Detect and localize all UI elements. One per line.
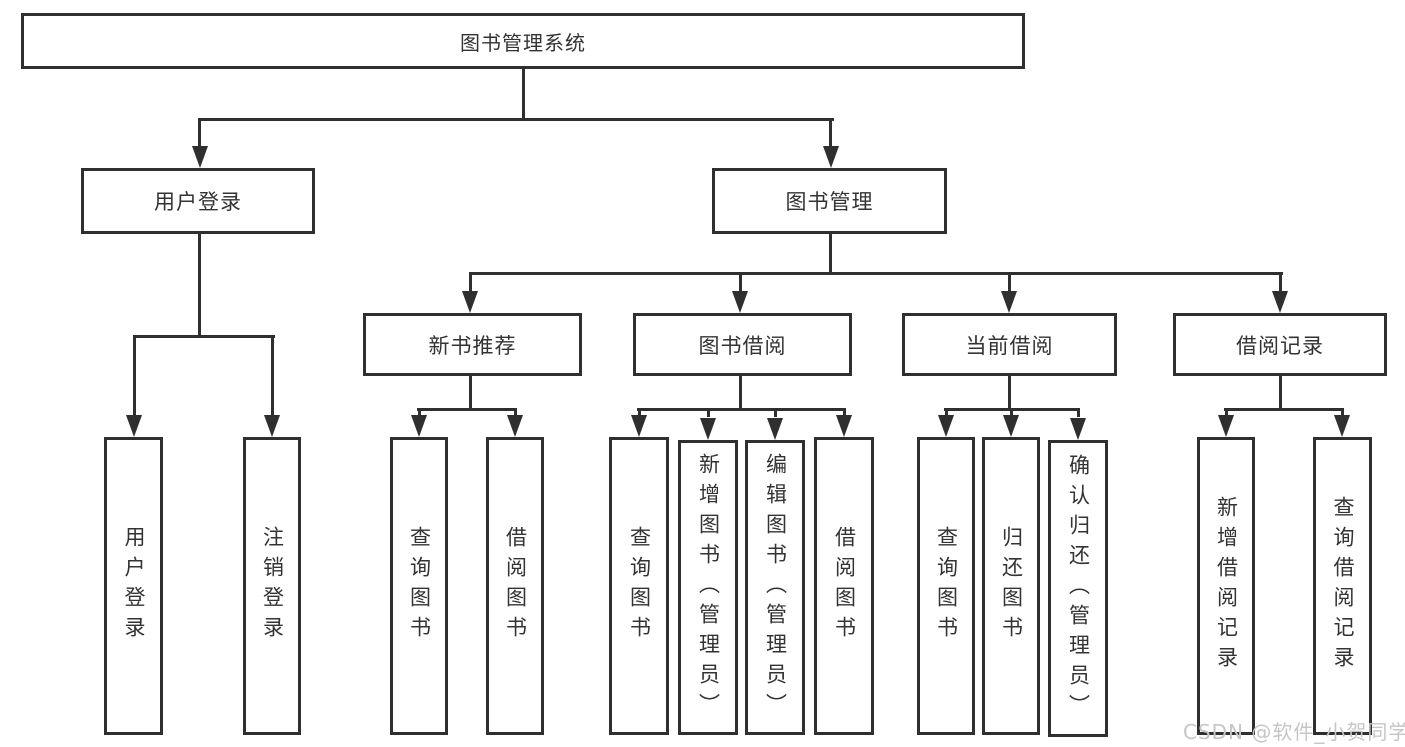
connector-arrow bbox=[1003, 415, 1019, 437]
leaf-return-books: 归还图书 bbox=[982, 437, 1040, 735]
node-book-borrowing: 图书借阅 bbox=[633, 313, 852, 376]
connector-arrow bbox=[1334, 415, 1350, 437]
connector-newbook-stub-2 bbox=[514, 408, 517, 417]
connector-borrow-trunk bbox=[739, 376, 742, 410]
leaf-confirm-return-admin: 确认归还（管理员） bbox=[1048, 440, 1108, 737]
connector-current-stub-1 bbox=[945, 408, 948, 417]
connector-newbook-trunk bbox=[469, 376, 472, 410]
connector-arrow bbox=[732, 291, 748, 313]
connector-arrow bbox=[264, 415, 280, 437]
connector-arrow bbox=[1001, 291, 1017, 313]
leaf-user-login-label: 用户登录 bbox=[122, 526, 146, 646]
connector-bookmgmt-stub-4 bbox=[1279, 272, 1282, 293]
connector-current-trunk bbox=[1008, 376, 1011, 410]
leaf-query-books-current: 查询图书 bbox=[917, 437, 975, 735]
connector-newbook-stub-1 bbox=[418, 408, 421, 417]
connector-arrow bbox=[700, 418, 716, 440]
leaf-user-login: 用户登录 bbox=[104, 437, 163, 735]
node-current-borrowing: 当前借阅 bbox=[902, 313, 1117, 376]
connector-arrow bbox=[1070, 418, 1086, 440]
connector-arrow bbox=[507, 415, 523, 437]
leaf-query-books-newrec: 查询图书 bbox=[390, 437, 448, 735]
connector-borrow-stub-3 bbox=[774, 408, 777, 417]
node-book-management: 图书管理 bbox=[712, 168, 947, 234]
connector-borrow-crossbar bbox=[637, 408, 846, 411]
connector-arrow bbox=[631, 415, 647, 437]
connector-bookmgmt-stub-3 bbox=[1008, 272, 1011, 293]
node-library-system-label: 图书管理系统 bbox=[460, 30, 586, 55]
leaf-query-borrow-record: 查询借阅记录 bbox=[1313, 437, 1372, 735]
node-borrowing-records: 借阅记录 bbox=[1173, 313, 1387, 376]
connector-userlogin-stub-left bbox=[133, 335, 136, 417]
connector-records-crossbar bbox=[1224, 408, 1344, 411]
connector-records-trunk bbox=[1279, 376, 1282, 410]
leaf-confirm-return-admin-label: 确认归还（管理员） bbox=[1066, 453, 1091, 724]
leaf-borrow-books-borrow: 借阅图书 bbox=[814, 437, 874, 735]
connector-root-trunk bbox=[522, 66, 525, 118]
connector-records-stub-1 bbox=[1225, 408, 1228, 417]
node-borrowing-records-label: 借阅记录 bbox=[1236, 333, 1324, 358]
leaf-add-books-admin: 新增图书（管理员） bbox=[678, 440, 738, 735]
leaf-edit-books-admin-label: 编辑图书（管理员） bbox=[763, 452, 788, 723]
connector-arrow bbox=[823, 146, 839, 168]
leaf-query-books-newrec-label: 查询图书 bbox=[407, 526, 432, 646]
leaf-return-books-label: 归还图书 bbox=[999, 526, 1024, 646]
connector-arrow bbox=[836, 415, 852, 437]
connector-arrow bbox=[1272, 291, 1288, 313]
leaf-borrow-books-newrec: 借阅图书 bbox=[486, 437, 544, 735]
node-current-borrowing-label: 当前借阅 bbox=[965, 333, 1054, 358]
connector-root-stub-right bbox=[829, 118, 832, 150]
leaf-borrow-books-newrec-label: 借阅图书 bbox=[503, 526, 528, 646]
leaf-query-borrow-record-label: 查询借阅记录 bbox=[1331, 496, 1355, 676]
connector-current-stub-2 bbox=[1010, 408, 1013, 417]
leaf-add-books-admin-label: 新增图书（管理员） bbox=[696, 452, 721, 723]
leaf-query-books-borrow-label: 查询图书 bbox=[627, 526, 652, 646]
connector-bookmgmt-crossbar bbox=[469, 272, 1283, 275]
connector-arrow bbox=[192, 146, 208, 168]
connector-arrow bbox=[1218, 415, 1234, 437]
connector-records-stub-2 bbox=[1341, 408, 1344, 417]
node-user-login-label: 用户登录 bbox=[154, 190, 242, 214]
connector-borrow-stub-4 bbox=[843, 408, 846, 417]
connector-root-stub-left bbox=[198, 118, 201, 150]
node-book-borrowing-label: 图书借阅 bbox=[698, 333, 787, 358]
leaf-edit-books-admin: 编辑图书（管理员） bbox=[745, 440, 805, 735]
connector-userlogin-trunk bbox=[198, 234, 201, 335]
connector-userlogin-crossbar bbox=[133, 335, 275, 338]
leaf-add-borrow-record-label: 新增借阅记录 bbox=[1214, 496, 1239, 676]
connector-arrow bbox=[462, 291, 478, 313]
connector-current-stub-3 bbox=[1077, 408, 1080, 417]
leaf-query-books-borrow: 查询图书 bbox=[609, 437, 669, 735]
node-book-management-label: 图书管理 bbox=[785, 190, 874, 214]
watermark-text: CSDN @软件_小贺同学 bbox=[1183, 720, 1405, 744]
node-new-book-recommend: 新书推荐 bbox=[363, 313, 582, 376]
leaf-query-books-current-label: 查询图书 bbox=[934, 526, 959, 646]
connector-newbook-crossbar bbox=[417, 408, 517, 411]
node-new-book-recommend-label: 新书推荐 bbox=[428, 333, 517, 358]
connector-borrow-stub-2 bbox=[707, 408, 710, 417]
leaf-add-borrow-record: 新增借阅记录 bbox=[1197, 437, 1255, 735]
connector-borrow-stub-1 bbox=[638, 408, 641, 417]
connector-bookmgmt-trunk bbox=[829, 234, 832, 272]
leaf-logout: 注销登录 bbox=[243, 437, 301, 735]
connector-arrow bbox=[938, 415, 954, 437]
connector-arrow bbox=[126, 415, 142, 437]
connector-bookmgmt-stub-2 bbox=[739, 272, 742, 293]
connector-userlogin-stub-right bbox=[271, 335, 274, 417]
connector-bookmgmt-stub-1 bbox=[469, 272, 472, 293]
connector-arrow bbox=[767, 418, 783, 440]
leaf-logout-label: 注销登录 bbox=[260, 526, 285, 646]
node-library-system: 图书管理系统 bbox=[21, 13, 1025, 69]
connector-arrow bbox=[411, 415, 427, 437]
node-user-login: 用户登录 bbox=[81, 168, 315, 234]
leaf-borrow-books-borrow-label: 借阅图书 bbox=[832, 526, 857, 646]
connector-root-crossbar bbox=[198, 118, 834, 121]
